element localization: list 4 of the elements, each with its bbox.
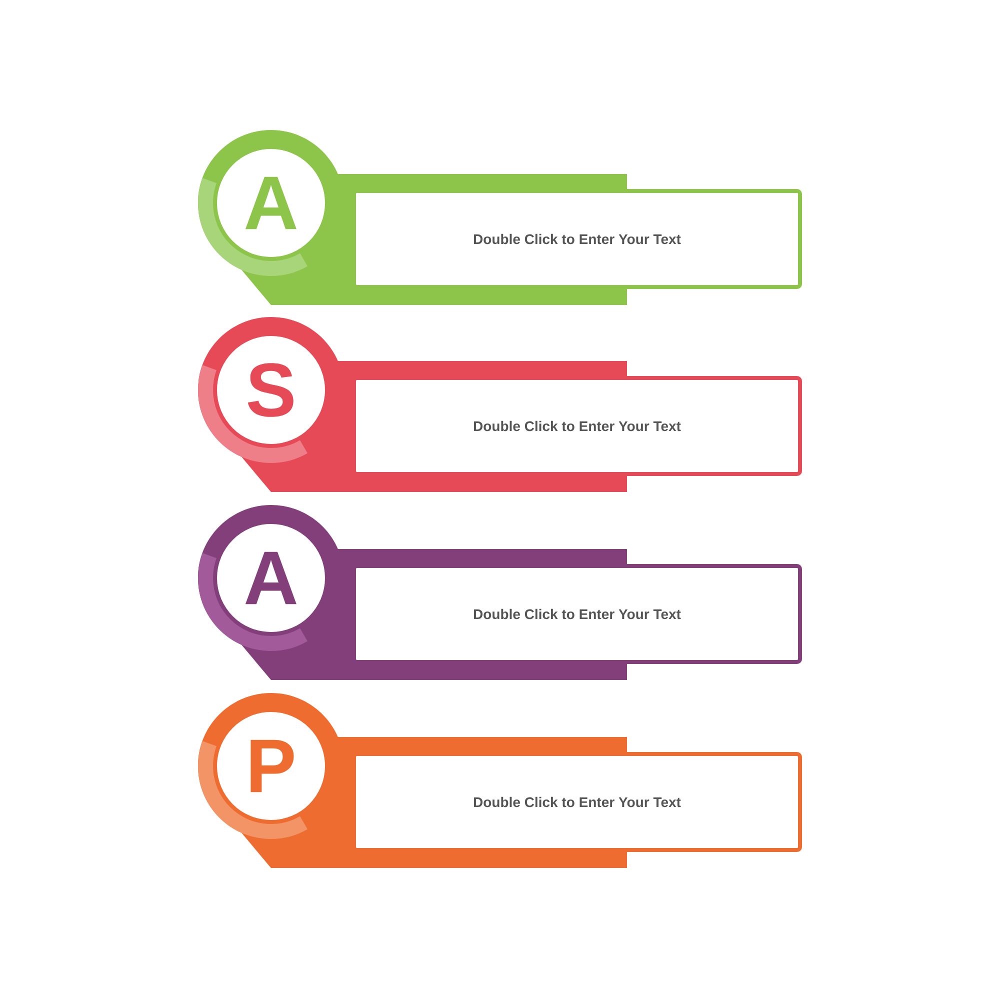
text-box: Double Click to Enter Your Text (352, 564, 802, 664)
text-box: Double Click to Enter Your Text (352, 189, 802, 289)
text-box: Double Click to Enter Your Text (352, 752, 802, 852)
text-box: Double Click to Enter Your Text (352, 376, 802, 476)
